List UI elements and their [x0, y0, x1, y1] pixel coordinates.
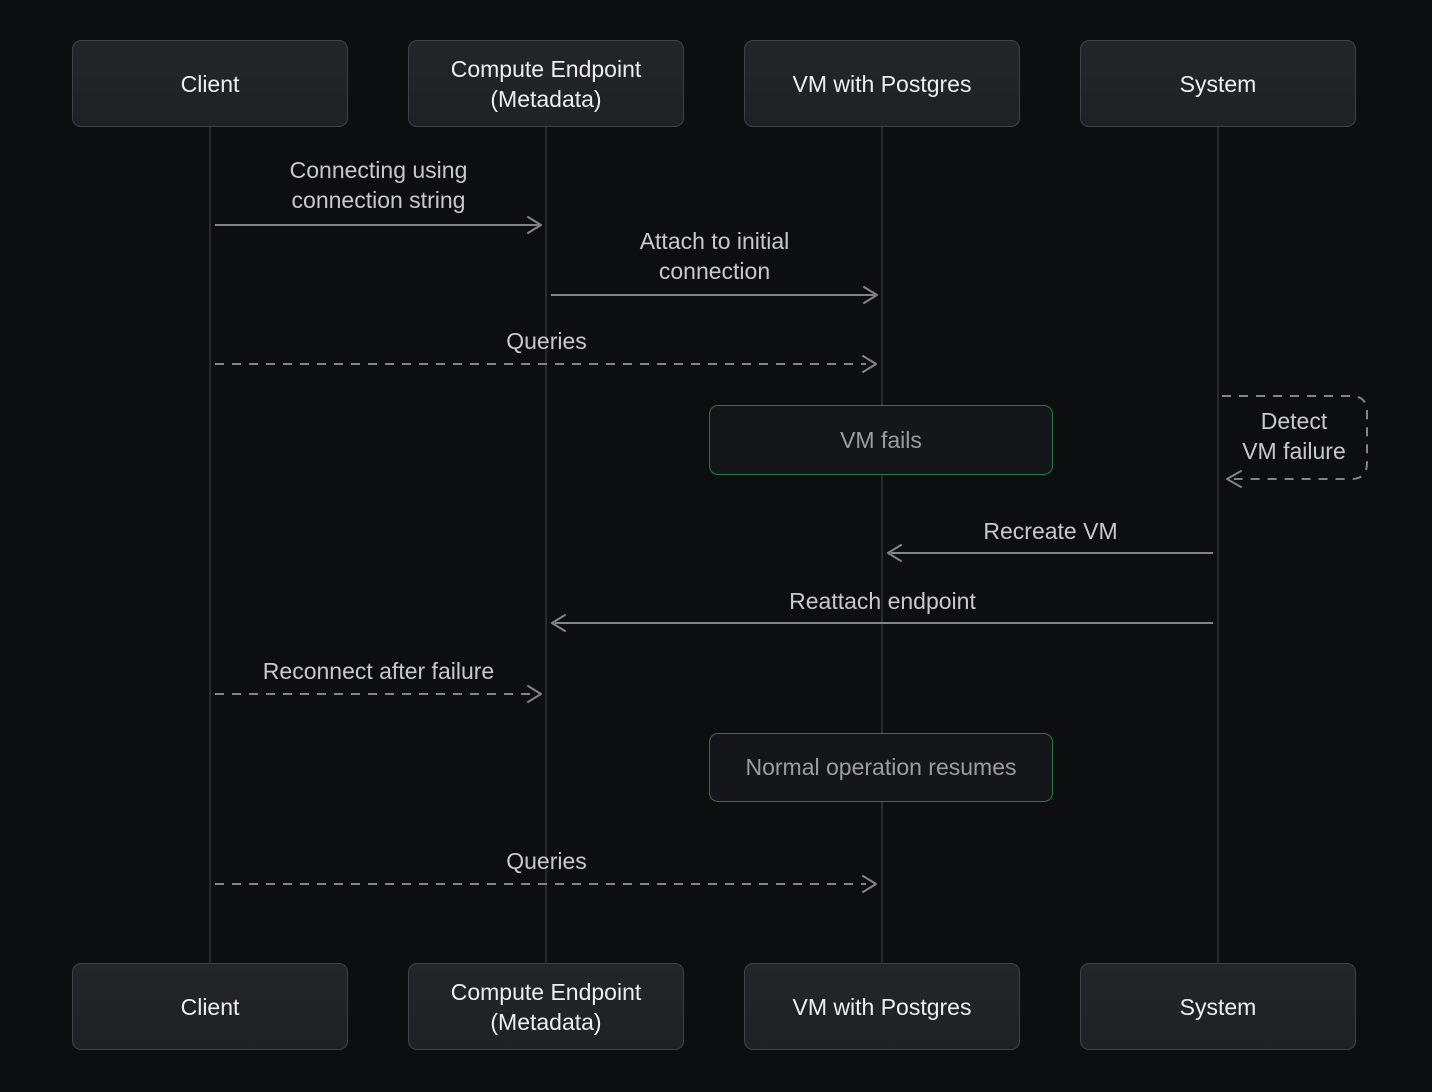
actor-client-label: Client — [180, 70, 240, 97]
note-normal-operation-resumes-label: Normal operation resumes — [745, 754, 1017, 780]
actor-system-label: System — [1179, 993, 1257, 1020]
arrow-reconnect — [215, 685, 542, 703]
actor-vm-label: VM with Postgres — [792, 70, 972, 97]
arrow-detect-self-loop — [1222, 395, 1368, 488]
actor-client-top: Client — [72, 40, 348, 127]
arrow-attach — [551, 286, 878, 304]
note-normal-operation-resumes: Normal operation resumes — [709, 733, 1053, 802]
message-label-recreate-vm: Recreate VM — [983, 518, 1118, 544]
actor-compute-endpoint-label: Compute Endpoint (Metadata) — [450, 55, 642, 112]
message-label-queries-1: Queries — [506, 328, 587, 354]
actor-compute-endpoint-bottom: Compute Endpoint (Metadata) — [408, 963, 684, 1050]
note-vm-fails: VM fails — [709, 405, 1053, 475]
actor-vm-top: VM with Postgres — [744, 40, 1020, 127]
note-vm-fails-label: VM fails — [840, 426, 922, 453]
arrow-recreate-vm — [887, 544, 1213, 562]
message-label-reattach-endpoint: Reattach endpoint — [789, 588, 976, 614]
actor-client-label: Client — [180, 993, 240, 1020]
message-label-queries-2: Queries — [506, 848, 587, 874]
arrow-queries-1 — [215, 355, 877, 373]
actor-system-label: System — [1179, 70, 1257, 97]
message-label-attach: Attach to initial connection — [639, 228, 790, 284]
actor-compute-endpoint-label: Compute Endpoint (Metadata) — [450, 978, 642, 1035]
actor-vm-label: VM with Postgres — [792, 993, 972, 1020]
message-label-connecting: Connecting using connection string — [289, 157, 468, 213]
message-label-reconnect: Reconnect after failure — [262, 658, 495, 684]
message-label-detect-vm-failure: Detect VM failure — [1242, 408, 1346, 464]
actor-system-bottom: System — [1080, 963, 1356, 1050]
actor-client-bottom: Client — [72, 963, 348, 1050]
arrow-reattach-endpoint — [551, 614, 1213, 632]
actor-vm-bottom: VM with Postgres — [744, 963, 1020, 1050]
actor-compute-endpoint-top: Compute Endpoint (Metadata) — [408, 40, 684, 127]
actor-system-top: System — [1080, 40, 1356, 127]
arrow-connecting — [215, 216, 542, 234]
arrow-queries-2 — [215, 875, 877, 893]
